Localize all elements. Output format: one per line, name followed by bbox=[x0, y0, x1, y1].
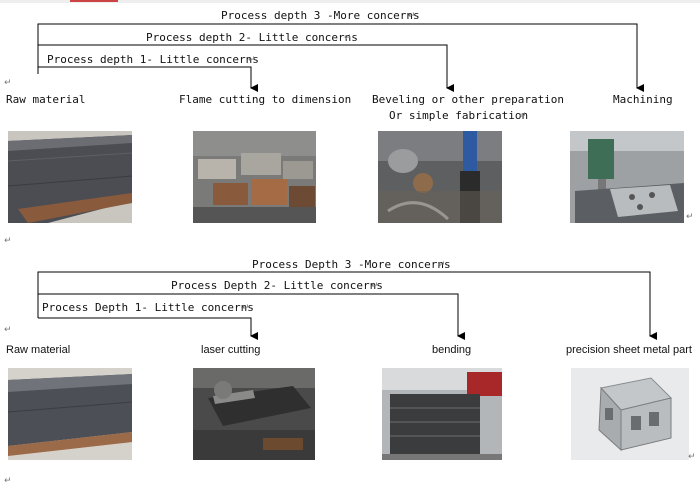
depth1-arrow-2 bbox=[38, 317, 258, 340]
paragraph-mark: ↵ bbox=[686, 212, 694, 222]
s1-step-machining: Machining bbox=[613, 93, 673, 106]
s1-step-raw-material: Raw material bbox=[6, 93, 86, 106]
s2-depth1-label: Process Depth 1- Little concerns bbox=[42, 301, 254, 314]
sheet-metal-part-photo bbox=[571, 368, 689, 460]
s2-depth2-label: Process Depth 2- Little concerns bbox=[171, 279, 383, 292]
s1-depth3-label: Process depth 3 -More concerns bbox=[221, 9, 420, 22]
s1-step-simple-fabrication: Or simple fabrication bbox=[389, 109, 529, 122]
depth1-arrow-1 bbox=[38, 66, 258, 92]
laser-cut-parts-photo bbox=[193, 368, 315, 460]
s1-depth1-label: Process depth 1- Little concerns bbox=[47, 53, 259, 66]
paragraph-mark: ↵ bbox=[688, 452, 696, 462]
s2-depth3-label: Process Depth 3 -More concerns bbox=[252, 258, 451, 271]
depth2-arrow-1 bbox=[38, 44, 454, 92]
s2-step-bending: bending bbox=[432, 344, 472, 356]
bending-photo bbox=[382, 368, 502, 460]
s2-step-laser-cutting: laser cutting bbox=[201, 344, 261, 356]
flame-cut-pieces-photo bbox=[193, 131, 316, 223]
spellcheck-underline bbox=[70, 0, 118, 2]
s1-step-beveling: Beveling or other preparation bbox=[372, 93, 565, 106]
paragraph-mark: ↵ bbox=[438, 260, 446, 270]
s2-step-raw-material: Raw material bbox=[6, 344, 71, 356]
paragraph-mark: ↵ bbox=[408, 11, 416, 21]
paragraph-mark: ↵ bbox=[248, 55, 256, 65]
paragraph-mark: ↵ bbox=[371, 281, 379, 291]
paragraph-mark: ↵ bbox=[4, 476, 12, 486]
depth2-arrow-2 bbox=[38, 293, 465, 340]
paragraph-mark: ↵ bbox=[4, 78, 12, 88]
machining-photo bbox=[570, 131, 684, 223]
top-text-remnant bbox=[0, 0, 700, 3]
beveling-work-photo bbox=[378, 131, 502, 223]
depth3-arrow-1 bbox=[37, 23, 644, 92]
s1-depth2-label: Process depth 2- Little concerns bbox=[146, 31, 358, 44]
steel-plate-stack-photo-2 bbox=[8, 368, 132, 460]
paragraph-mark: ↵ bbox=[4, 325, 12, 335]
paragraph-mark: ↵ bbox=[4, 236, 12, 246]
paragraph-mark: ↵ bbox=[344, 33, 352, 43]
paragraph-mark: ↵ bbox=[519, 111, 527, 121]
depth3-arrow-2 bbox=[37, 271, 657, 340]
paragraph-mark: ↵ bbox=[242, 303, 250, 313]
s2-step-precision-part: precision sheet metal part bbox=[566, 344, 692, 356]
s1-step-flame-cutting: Flame cutting to dimension bbox=[179, 93, 352, 106]
steel-plate-stack-photo bbox=[8, 131, 132, 223]
